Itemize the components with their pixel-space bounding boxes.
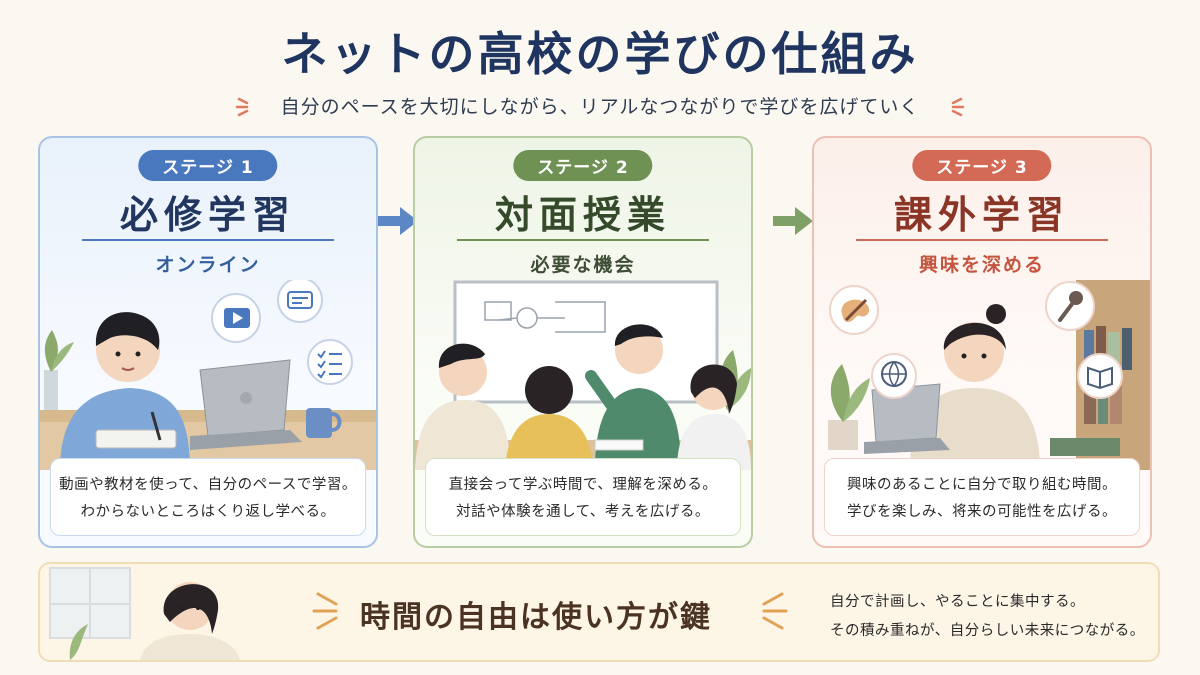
- stage-divider: [457, 239, 709, 241]
- microphone-bubble-icon: [1045, 281, 1095, 331]
- plant-icon: [828, 364, 870, 450]
- sparkle-left-icon: [235, 97, 248, 116]
- stage-card-extracurricular: ステージ 3 課外学習 興味を深める: [812, 136, 1152, 548]
- globe-bubble-icon: [871, 353, 917, 399]
- page-title: ネットの高校の学びの仕組み: [281, 27, 919, 81]
- stage-description: 動画や教材を使って、自分のペースで学習。 わからないところはくり返し学べる。: [50, 458, 366, 536]
- stage-subtitle: オンライン: [155, 254, 261, 276]
- arrow-right-icon: [773, 207, 813, 235]
- stage-title: 対面授業: [494, 193, 671, 237]
- desc-line: 直接会って学ぶ時間で、理解を深める。: [448, 477, 718, 493]
- key-message-note: 自分で計画し、やることに集中する。 その積み重ねが、自分らしい未来につながる。: [830, 590, 1145, 640]
- desc-line: わからないところはくり返し学べる。: [80, 504, 336, 520]
- laptop-icon: [190, 359, 302, 450]
- stage-card-online: ステージ 1 必修学習 オンライン: [38, 136, 378, 548]
- desc-line: 興味のあることに自分で取り組む時間。: [847, 477, 1117, 493]
- stage-divider: [856, 239, 1108, 241]
- student-laptop-illustration: [40, 280, 376, 470]
- desc-line: 対話や体験を通して、考えを広げる。: [456, 504, 710, 520]
- hobby-study-illustration: [828, 280, 1150, 470]
- key-message-banner: 時間の自由は使い方が鍵 自分で計画し、やることに集中する。 その積み重ねが、自分…: [38, 562, 1160, 662]
- emphasis-right-icon: [762, 592, 788, 630]
- arrow-right-icon: [378, 207, 418, 235]
- palette-bubble-icon: [829, 285, 879, 335]
- thinking-student-illustration: [49, 567, 240, 660]
- mug-icon: [306, 408, 342, 438]
- stage-title: 課外学習: [893, 193, 1070, 237]
- stage-badge: ステージ 1: [138, 150, 278, 181]
- laptop-icon: [864, 383, 950, 454]
- chat-bubble-icon: [277, 280, 323, 323]
- note-line: 自分で計画し、やることに集中する。: [830, 594, 1085, 610]
- stage-description: 直接会って学ぶ時間で、理解を深める。 対話や体験を通して、考えを広げる。: [425, 458, 741, 536]
- stage-badge: ステージ 2: [513, 150, 653, 181]
- stage-title: 必修学習: [119, 193, 296, 237]
- book-bubble-icon: [1077, 353, 1123, 399]
- stage-subtitle: 興味を深める: [918, 254, 1045, 276]
- plant-icon: [44, 330, 74, 410]
- stage-divider: [82, 239, 334, 241]
- whiteboard-icon: [453, 280, 719, 404]
- checklist-bubble-icon: [307, 339, 353, 385]
- stage-badge: ステージ 3: [912, 150, 1052, 181]
- stage-description: 興味のあることに自分で取り組む時間。 学びを楽しみ、将来の可能性を広げる。: [824, 458, 1140, 536]
- page-subtitle: 自分のペースを大切にしながら、リアルなつながりで学びを広げていく: [280, 96, 920, 118]
- note-line: その積み重ねが、自分らしい未来につながる。: [830, 623, 1145, 639]
- sparkle-right-icon: [952, 97, 965, 116]
- video-bubble-icon: [211, 293, 261, 343]
- stage-card-in-person: ステージ 2 対面授業 必要な機会 直接会って学ぶ時間で、理解を深める。 対話や…: [413, 136, 753, 548]
- desc-line: 動画や教材を使って、自分のペースで学習。: [59, 477, 357, 493]
- emphasis-left-icon: [312, 592, 338, 630]
- stage-subtitle: 必要な機会: [530, 254, 636, 276]
- classroom-illustration: [415, 280, 751, 470]
- key-message: 時間の自由は使い方が鍵: [360, 600, 712, 635]
- subtitle-row: 自分のペースを大切にしながら、リアルなつながりで学びを広げていく: [0, 92, 1200, 119]
- desc-line: 学びを楽しみ、将来の可能性を広げる。: [847, 504, 1117, 520]
